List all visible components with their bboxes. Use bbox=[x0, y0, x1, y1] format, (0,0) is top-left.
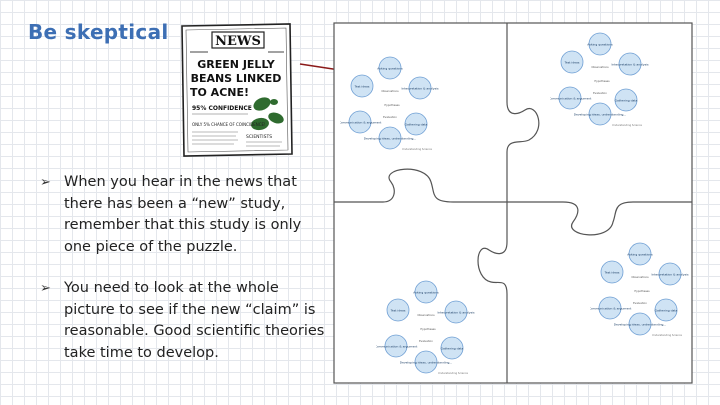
cycle-node bbox=[440, 336, 464, 360]
cycle-node-label: Gathering data bbox=[655, 309, 678, 313]
cycle-node-label: Asking questions bbox=[413, 291, 439, 295]
cycle-center-label: Hypotheses bbox=[634, 289, 650, 293]
cycle-node-label: Developing ideas, understanding... bbox=[364, 137, 417, 141]
cycle-node bbox=[348, 110, 372, 134]
cycle-center-label: Evaluation bbox=[633, 301, 647, 305]
cycle-node bbox=[386, 298, 410, 322]
cycle-logo: Understanding Science bbox=[438, 371, 468, 375]
cycle-node-label: Developing ideas, understanding... bbox=[400, 361, 453, 365]
cycle-node bbox=[588, 32, 612, 56]
cycle-node-label: Gathering data bbox=[441, 347, 464, 351]
cycle-node-label: Gathering data bbox=[615, 99, 638, 103]
cycle-node-label: Test ideas bbox=[354, 85, 370, 89]
cycle-node bbox=[444, 300, 468, 324]
bullet-text: You need to look at the whole picture to… bbox=[64, 280, 325, 361]
cycle-node-label: Gathering data bbox=[405, 123, 428, 127]
cycle-node-label: Interpretation & analysis bbox=[437, 311, 475, 315]
cycle-node-label: Asking questions bbox=[627, 253, 653, 257]
cycle-center-label: Observations bbox=[631, 275, 649, 279]
cycle-node bbox=[598, 296, 622, 320]
cycle-center-label: Hypotheses bbox=[384, 103, 400, 107]
cycle-node-label: Developing ideas, understanding... bbox=[614, 323, 667, 327]
bullet-item: ➢ You need to look at the whole picture … bbox=[40, 278, 330, 364]
cycle-center-label: Observations bbox=[591, 65, 609, 69]
newspaper-headline-1: GREEN JELLY bbox=[197, 58, 275, 71]
cycle-node-label: Communication & argument bbox=[376, 345, 418, 349]
slide-title: Be skeptical bbox=[28, 20, 169, 44]
newspaper-sidebar-text: ONLY 5% CHANCE OF COINCIDENCE! bbox=[192, 122, 266, 127]
cycle-node bbox=[350, 74, 374, 98]
cycle-node-label: Communication & argument bbox=[550, 97, 592, 101]
cycle-center-label: Evaluation bbox=[593, 91, 607, 95]
cycle-node-label: Test ideas bbox=[390, 309, 406, 313]
newspaper-headline-2: BEANS LINKED bbox=[191, 72, 282, 85]
cycle-center-label: Observations bbox=[417, 313, 435, 317]
cycle-logo: Understanding Science bbox=[402, 147, 432, 151]
cycle-node bbox=[628, 312, 652, 336]
cycle-node bbox=[588, 102, 612, 126]
cycle-center-label: Evaluation bbox=[419, 339, 433, 343]
newspaper-headline-3: TO ACNE! bbox=[190, 86, 249, 99]
cycle-center-label: Evaluation bbox=[383, 115, 397, 119]
cycle-node-label: Interpretation & analysis bbox=[401, 87, 439, 91]
cycle-logo: Understanding Science bbox=[612, 123, 642, 127]
cycle-node-label: Test ideas bbox=[564, 61, 580, 65]
cycle-center-label: Hypotheses bbox=[420, 327, 436, 331]
newspaper-column-heading: SCIENTISTS bbox=[246, 134, 272, 140]
cycle-node bbox=[618, 52, 642, 76]
newspaper-subhead: 95% CONFIDENCE bbox=[192, 105, 252, 112]
cycle-node bbox=[628, 242, 652, 266]
jelly-bean-icon bbox=[251, 97, 284, 131]
cycle-node-label: Developing ideas, understanding... bbox=[574, 113, 627, 117]
cycle-node bbox=[658, 262, 682, 286]
newspaper-masthead: NEWS bbox=[215, 34, 261, 49]
cycle-node bbox=[378, 126, 402, 150]
cycle-node-label: Communication & argument bbox=[590, 307, 632, 311]
cycle-node bbox=[614, 88, 638, 112]
cycle-node bbox=[384, 334, 408, 358]
bullet-text: When you hear in the news that there has… bbox=[64, 174, 302, 255]
newspaper-comic: NEWS GREEN JELLY BEANS LINKED TO ACNE! 9… bbox=[178, 22, 296, 158]
cycle-node bbox=[654, 298, 678, 322]
arrowhead-bullet-icon: ➢ bbox=[40, 175, 51, 190]
cycle-node bbox=[414, 350, 438, 374]
cycle-node bbox=[378, 56, 402, 80]
cycle-node-label: Test ideas bbox=[604, 271, 620, 275]
cycle-node-label: Interpretation & analysis bbox=[651, 273, 689, 277]
arrowhead-bullet-icon: ➢ bbox=[40, 281, 51, 296]
cycle-center-label: Observations bbox=[381, 89, 399, 93]
cycle-node bbox=[560, 50, 584, 74]
cycle-node bbox=[558, 86, 582, 110]
cycle-node-label: Asking questions bbox=[587, 43, 613, 47]
cycle-logo: Understanding Science bbox=[652, 333, 682, 337]
cycle-node bbox=[408, 76, 432, 100]
cycle-node bbox=[600, 260, 624, 284]
bullet-list: ➢ When you hear in the news that there h… bbox=[40, 172, 330, 384]
cycle-node bbox=[414, 280, 438, 304]
cycle-node-label: Asking questions bbox=[377, 67, 403, 71]
cycle-node-label: Interpretation & analysis bbox=[611, 63, 649, 67]
cycle-node-label: Communication & argument bbox=[340, 121, 382, 125]
cycle-center-label: Hypotheses bbox=[594, 79, 610, 83]
cycle-node bbox=[404, 112, 428, 136]
bullet-item: ➢ When you hear in the news that there h… bbox=[40, 172, 330, 258]
